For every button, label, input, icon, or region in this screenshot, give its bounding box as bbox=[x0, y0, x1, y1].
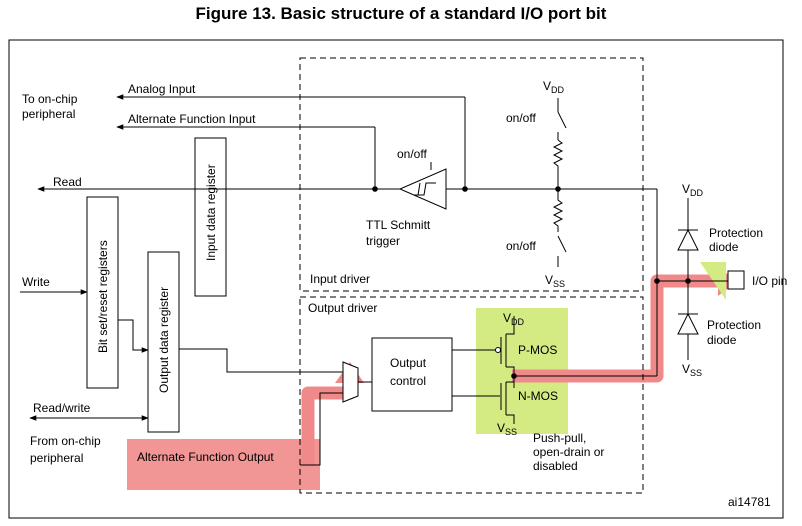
from-onchip-label-1: From on-chip bbox=[30, 434, 101, 448]
protection-diode-bottom-label-2: diode bbox=[707, 333, 737, 347]
protection-diode-bottom-label-1: Protection bbox=[707, 318, 761, 332]
vss-input-label: VSS bbox=[545, 273, 565, 289]
vdd-diode-label: VDD bbox=[682, 182, 704, 198]
alt-func-output-label: Alternate Function Output bbox=[137, 450, 274, 464]
alt-func-output-highlight bbox=[127, 439, 320, 490]
output-data-register-label: Output data register bbox=[157, 287, 171, 393]
push-pull-label-2: open-drain or bbox=[533, 445, 604, 459]
vss-diode-label: VSS bbox=[682, 362, 702, 378]
io-pin-label: I/O pin bbox=[752, 274, 787, 288]
pull-down-resistor-icon bbox=[552, 189, 564, 232]
input-driver-region bbox=[299, 57, 644, 292]
pullup-on-off-label: on/off bbox=[506, 111, 536, 125]
input-driver-label: Input driver bbox=[310, 272, 370, 286]
from-onchip-label-2: peripheral bbox=[30, 451, 83, 465]
read-label: Read bbox=[53, 175, 82, 189]
to-onchip-label-2: peripheral bbox=[22, 107, 75, 121]
write-label: Write bbox=[22, 275, 50, 289]
read-write-label: Read/write bbox=[33, 401, 91, 415]
alt-func-input-label: Alternate Function Input bbox=[128, 112, 256, 126]
figure-title: Figure 13. Basic structure of a standard… bbox=[195, 4, 607, 23]
pmos-label: P-MOS bbox=[518, 343, 557, 357]
figure-code: ai14781 bbox=[728, 495, 771, 509]
output-control-label-2: control bbox=[390, 374, 426, 388]
output-control-box bbox=[371, 337, 453, 412]
io-pin-box bbox=[727, 270, 745, 290]
multiplexer-icon bbox=[342, 361, 359, 403]
protection-diode-top-icon bbox=[677, 228, 699, 251]
output-control-label-1: Output bbox=[390, 356, 427, 370]
output-driver-region bbox=[299, 296, 644, 494]
protection-diode-top-label-2: diode bbox=[709, 240, 739, 254]
protection-diode-bottom-icon bbox=[677, 312, 699, 335]
to-onchip-label-1: To on-chip bbox=[22, 92, 78, 106]
ttl-schmitt-label-1: TTL Schmitt bbox=[366, 218, 431, 232]
vss-nmos-label: VSS bbox=[497, 421, 517, 437]
output-data-register-box bbox=[147, 251, 180, 433]
input-data-register-box bbox=[194, 137, 227, 297]
schmitt-on-off-label: on/off bbox=[397, 147, 427, 161]
bit-set-reset-label: Bit set/reset registers bbox=[96, 240, 110, 353]
protection-diode-top-label-1: Protection bbox=[709, 226, 763, 240]
outer-frame bbox=[8, 39, 784, 519]
pulldown-on-off-label: on/off bbox=[506, 239, 536, 253]
push-pull-label-3: disabled bbox=[533, 459, 578, 473]
push-pull-label-1: Push-pull, bbox=[533, 431, 586, 445]
analog-input-label: Analog Input bbox=[128, 82, 196, 96]
vdd-top-label: VDD bbox=[543, 79, 565, 95]
nmos-label: N-MOS bbox=[518, 389, 558, 403]
pull-up-resistor-icon bbox=[552, 139, 564, 189]
schmitt-trigger-icon bbox=[398, 168, 447, 210]
ttl-schmitt-label-2: trigger bbox=[366, 234, 400, 248]
input-data-register-label: Input data register bbox=[204, 164, 218, 261]
vdd-pmos-label: VDD bbox=[503, 311, 525, 327]
output-driver-label: Output driver bbox=[308, 301, 377, 315]
